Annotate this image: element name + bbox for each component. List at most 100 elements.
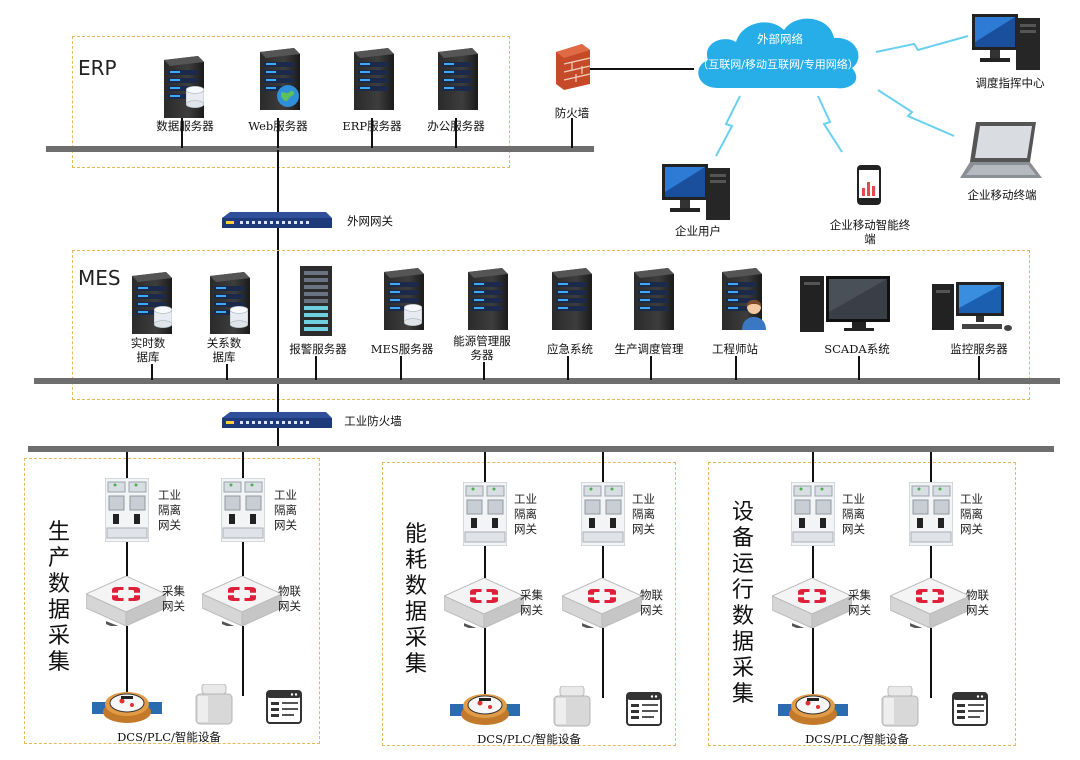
external-gateway-icon [222,212,332,232]
gateway-label: 工业隔离网关 [960,492,983,536]
industrial-firewall-icon [222,412,332,432]
mes-zone-label: MES [78,266,121,290]
erp-zone-label: ERP [78,56,117,80]
mes-item-link [400,356,402,380]
mes-item-label-7: 生产调度管理 [614,342,684,356]
erp-server-icon [348,48,394,110]
isolation-gateway-icon [581,482,625,546]
mes-item-link [226,364,228,380]
gateway-label: 工业隔离网关 [514,492,537,536]
collection-gateway-icon [772,578,852,628]
mes-item-label-10: 监控服务器 [950,342,1008,356]
mes-item-label-8: 工程师站 [712,342,758,356]
mes-item-label-2: 关系数据库 [206,336,242,364]
enterprise-user-icon [662,162,732,222]
section-link [484,546,486,578]
collection-gateway-icon [444,578,524,628]
cloud-icon [698,18,859,89]
gateway-label: 采集网关 [520,588,543,617]
section-link [484,628,486,694]
gateway-label: 采集网关 [162,584,185,613]
isolation-gateway-icon [909,482,953,546]
water-meter-icon [92,690,162,724]
mes-item-link [858,356,860,380]
erp-mes-trunk [277,150,279,382]
app-window-icon [266,690,302,724]
mes-zone [72,250,1030,400]
gateway-label: 物联网关 [640,588,663,617]
section-link [602,546,604,578]
section-production [24,458,320,744]
mes-item-link [151,364,153,380]
mes-item-label-9: SCADA系统 [824,342,890,356]
section-energy [382,462,676,746]
water-meter-icon [450,692,520,726]
gateway-label: 工业隔离网关 [158,488,181,532]
gateway-label: 工业隔离网关 [274,488,297,532]
enterprise-user-label: 企业用户 [675,224,721,238]
iot-gateway-icon [562,578,642,628]
gateway-label: 物联网关 [278,584,301,613]
erp-network-bus [46,146,594,152]
app-window-icon [626,692,662,726]
sensor-device-icon [552,686,592,730]
gateway-label: 工业隔离网关 [842,492,865,536]
section-link [242,626,244,696]
monitoring-server-icon [932,282,1012,331]
mes-item-label-5: 能源管理服务器 [453,334,511,362]
mobile-smart-terminal-label: 企业移动智能终端 [829,218,911,246]
section-link [126,626,128,692]
devices-label: DCS/PLC/智能设备 [805,732,909,746]
section-title: 能耗数据采集 [404,522,427,677]
mes-item-link [735,356,737,380]
external-gateway-label: 外网网关 [347,214,393,228]
field-network-bus [28,446,1054,452]
cloud-title: 外部网络 [757,32,803,46]
mes-item-label-1: 实时数据库 [130,336,166,364]
firewall-icon [556,44,591,90]
iot-gateway-icon [202,576,282,626]
sensor-device-icon [194,684,234,728]
database-icon [186,86,204,108]
energy-server-icon [462,268,508,330]
section-link [242,452,244,480]
erp-server-link [371,118,373,148]
devices-label: DCS/PLC/智能设备 [477,732,581,746]
mes-item-link [567,356,569,380]
emergency-server-icon [546,268,592,330]
mes-item-label-3: 报警服务器 [289,342,347,356]
mes-item-link [650,356,652,380]
user-icon [742,300,766,330]
mes-item-link [483,362,485,380]
section-link [126,452,128,480]
gateway-label: 物联网关 [966,588,989,617]
isolation-gateway-icon [791,482,835,546]
collection-gateway-icon [86,576,166,626]
isolation-gateway-icon [105,478,149,542]
gateway-label: 采集网关 [848,588,871,617]
section-title: 设备运行数据采集 [731,500,754,707]
laptop-icon [960,122,1042,178]
firewall-cloud-link [590,68,694,70]
mes-item-label-6: 应急系统 [547,342,593,356]
firewall-bus-link [571,118,573,148]
sensor-device-icon [880,686,920,730]
office-server-icon [432,48,478,110]
section-link [484,452,486,482]
iot-gateway-icon [890,578,970,628]
erp-server-label-1: 数据服务器 [156,119,214,133]
erp-server-link [277,118,279,148]
section-link [930,546,932,578]
alarm-server-icon [300,266,332,336]
section-link [812,452,814,482]
mes-item-label-4: MES服务器 [370,342,434,356]
section-link [126,542,128,576]
section-link [602,628,604,698]
section-equipment [708,462,1016,746]
water-meter-icon [778,692,848,726]
section-link [812,546,814,578]
section-link [930,452,932,482]
database-icon [230,306,248,328]
dispatch-mgmt-server-icon [628,268,674,330]
app-window-icon [952,692,988,726]
